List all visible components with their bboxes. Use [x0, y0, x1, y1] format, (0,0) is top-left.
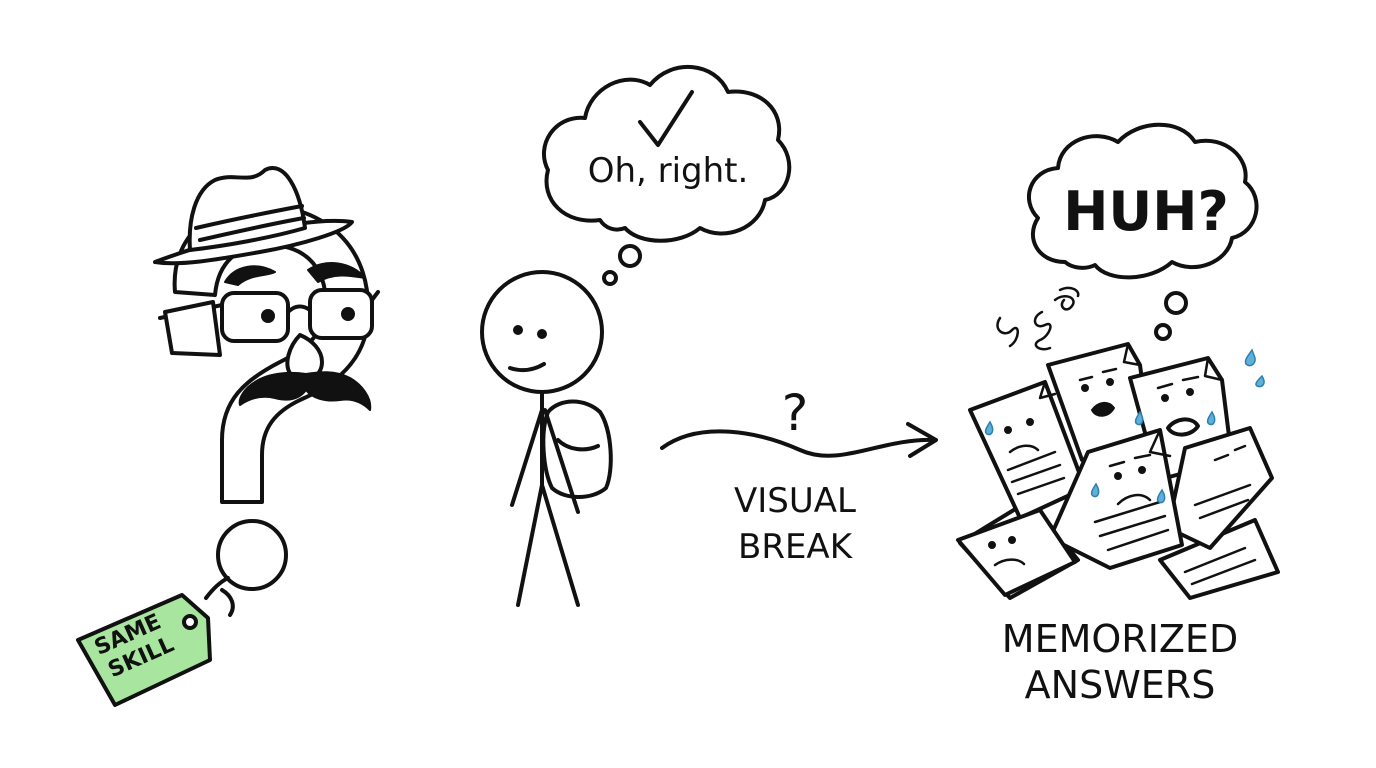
papers-label-line-2: ANSWERS: [1025, 663, 1216, 707]
right-eyebrow: [307, 262, 366, 283]
left-eyebrow: [224, 265, 276, 286]
checkmark-icon: [638, 90, 694, 147]
dizzy-scribble-icon: [996, 310, 1052, 351]
keychain-link: [204, 576, 235, 617]
papers-label-line-1: MEMORIZED: [1002, 617, 1238, 661]
transition-question-symbol: ?: [782, 384, 809, 442]
mustache: [238, 371, 372, 411]
papers-bubble-dot-small: [1154, 323, 1172, 341]
student-right-eye: [537, 329, 547, 339]
student-left-leg: [516, 483, 544, 607]
student-smile: [508, 362, 546, 373]
thought-bubble-dot-large: [618, 244, 642, 268]
papers-thought-text: HUH?: [1063, 180, 1229, 243]
dizzy-swirl-icon: [1053, 286, 1080, 311]
fedora-hat-icon: [153, 166, 354, 266]
same-skill-tag: SAME SKILL: [76, 593, 212, 707]
thought-bubble-dot-small: [602, 270, 618, 286]
arrow-head-icon: [906, 422, 938, 458]
transition-label-line-1: VISUAL: [734, 481, 856, 521]
glasses-icon: [158, 288, 380, 343]
paper-sheet: [956, 508, 1077, 597]
student-figure: Oh, right.: [480, 64, 792, 607]
papers-bubble-dot-large: [1164, 291, 1188, 315]
question-mark-dot: [216, 519, 288, 591]
paper-sheet: [1048, 428, 1184, 570]
wavy-arrow-line: [660, 429, 937, 458]
sweat-drop-icon: [1244, 348, 1256, 367]
memorized-answers-pile: HUH?: [956, 122, 1280, 707]
student-thought-cloud: [541, 64, 792, 243]
student-thought-text: Oh, right.: [588, 151, 749, 191]
disguised-question-mark: SAME SKILL: [76, 166, 380, 707]
sweat-drop-icon: [1255, 374, 1265, 388]
transition-label-line-2: BREAK: [738, 527, 854, 567]
ear-flap: [163, 300, 222, 357]
visual-break-transition: ? VISUAL BREAK: [660, 384, 938, 567]
student-left-eye: [513, 325, 523, 335]
student-right-leg: [540, 483, 580, 607]
papers-thought-cloud: [1027, 122, 1259, 280]
student-right-arm: [543, 408, 580, 514]
student-left-arm: [510, 408, 544, 507]
